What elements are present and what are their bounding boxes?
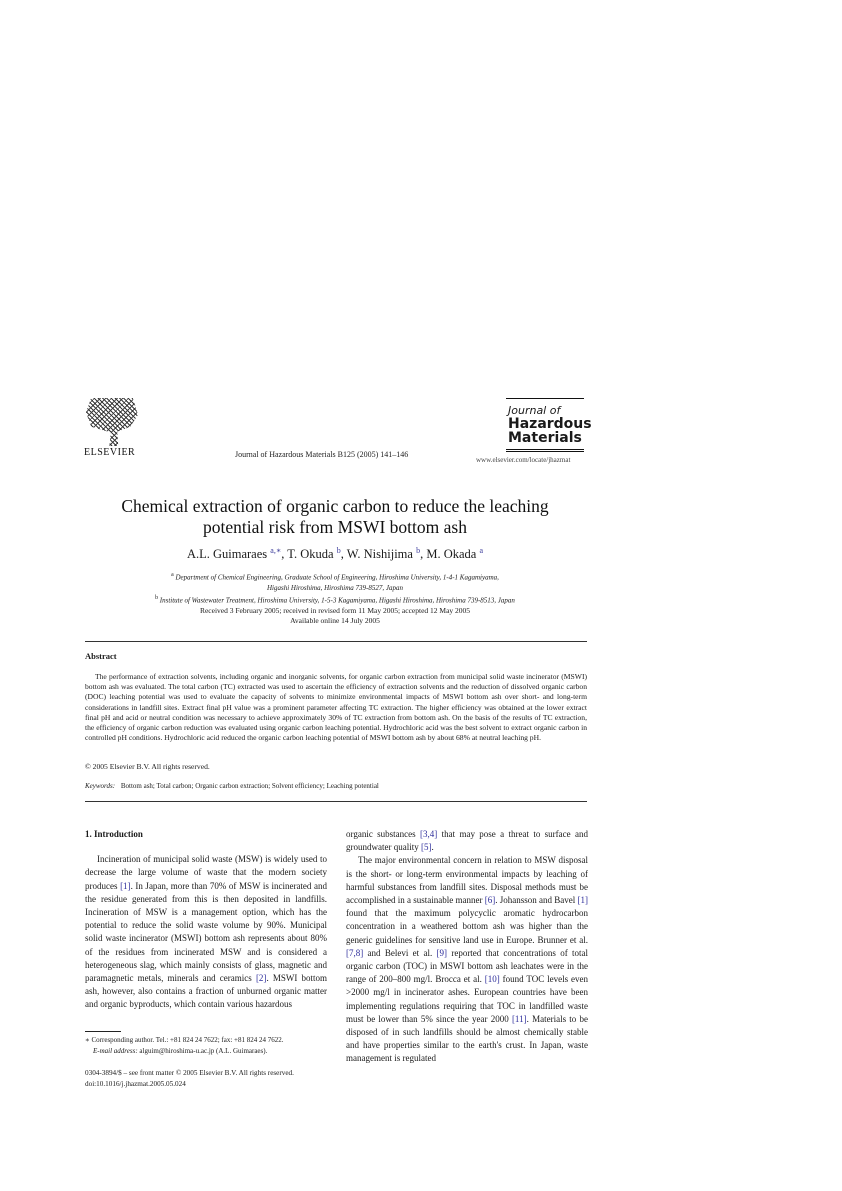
text: and Belevi et al.: [363, 947, 437, 958]
journal-url-link[interactable]: www.elsevier.com/locate/jhazmat: [476, 455, 571, 464]
author-name[interactable]: M. Okada: [426, 547, 477, 562]
email-link[interactable]: alguim@hiroshima-u.ac.jp (A.L. Guimaraes…: [139, 1046, 268, 1055]
text: organic substances: [346, 829, 421, 839]
separator: ,: [420, 547, 427, 562]
author-name[interactable]: W. Nishijima: [346, 547, 413, 562]
masthead-rule-bottom: [506, 448, 584, 454]
keywords-label: Keywords:: [85, 782, 116, 790]
affiliation-mark: a: [171, 572, 174, 578]
corresponding-author-note: ∗ Corresponding author. Tel.: +81 824 24…: [85, 1035, 335, 1046]
masthead-line2: Hazardous: [508, 415, 592, 432]
author-list: A.L. Guimaraes a,∗, T. Okuda b, W. Nishi…: [100, 546, 570, 562]
affiliation-a: a Department of Chemical Engineering, Gr…: [90, 570, 580, 583]
masthead-line1: Journal of: [508, 404, 561, 417]
title-line-1: Chemical extraction of organic carbon to…: [121, 496, 549, 516]
footnote-rule: [85, 1031, 121, 1032]
text: . In Japan, more than 70% of MSW is inci…: [85, 880, 327, 984]
elsevier-tree-icon: [86, 398, 138, 446]
masthead-line3: Materials: [508, 430, 582, 447]
available-online-date: Available online 14 July 2005: [290, 616, 380, 625]
text: . Johansson and Bavel: [495, 895, 578, 906]
masthead-title: Journal of Hazardous Materials: [508, 404, 592, 447]
author-affiliation-mark[interactable]: a: [479, 546, 484, 555]
citation-link[interactable]: [7,8]: [346, 947, 364, 958]
text: that may pose a threat to surface and gr…: [346, 829, 588, 853]
journal-reference: Journal of Hazardous Materials B125 (200…: [235, 450, 409, 459]
separator: ,: [340, 547, 347, 562]
author-name[interactable]: A.L. Guimaraes: [186, 547, 268, 562]
section-heading: 1. Introduction: [85, 829, 143, 839]
affiliations: a Department of Chemical Engineering, Gr…: [90, 570, 580, 606]
affiliation-text: Department of Chemical Engineering, Grad…: [175, 573, 499, 582]
author-affiliation-mark[interactable]: b: [416, 546, 421, 555]
affiliation-text: Institute of Wastewater Treatment, Hiros…: [159, 596, 515, 605]
citation-link[interactable]: [5]: [420, 842, 432, 853]
citation-link[interactable]: [9]: [436, 947, 448, 958]
article-title: Chemical extraction of organic carbon to…: [100, 496, 570, 538]
footnote: ∗ Corresponding author. Tel.: +81 824 24…: [85, 1035, 335, 1056]
footnote-marker: ∗: [85, 1036, 90, 1044]
article-history: Received 3 February 2005; received in re…: [100, 606, 570, 626]
separator: ,: [281, 547, 288, 562]
keywords-list: Bottom ash; Total carbon; Organic carbon…: [120, 782, 379, 790]
text: The major environmental concern in relat…: [346, 855, 588, 906]
abstract-heading: Abstract: [85, 651, 117, 661]
elsevier-logo: ELSEVIER: [84, 398, 140, 458]
keywords: Keywords: Bottom ash; Total carbon; Orga…: [85, 782, 379, 790]
email-label: E-mail address:: [93, 1046, 138, 1055]
journal-masthead: Journal of Hazardous Materials www.elsev…: [476, 398, 592, 464]
text: .: [431, 842, 434, 853]
affiliation-mark: b: [155, 595, 159, 602]
title-line-2: potential risk from MSWI bottom ash: [203, 517, 467, 537]
body-column-right: organic substances [3,4] that may pose a…: [346, 828, 588, 1066]
citation-link[interactable]: [11]: [511, 1013, 527, 1024]
divider-top: [85, 641, 587, 642]
affiliation-text: Higashi Hiroshima, Hiroshima 739-8527, J…: [267, 583, 403, 592]
doi-link[interactable]: doi:10.1016/j.jhazmat.2005.05.024: [85, 1079, 186, 1088]
issn-doi: 0304-3894/$ – see front matter © 2005 El…: [85, 1068, 294, 1089]
citation-link[interactable]: [1]: [577, 895, 589, 906]
email-note: E-mail address: alguim@hiroshima-u.ac.jp…: [85, 1046, 335, 1057]
text: found that the maximum polycyclic aromat…: [346, 908, 588, 945]
citation-link[interactable]: [10]: [484, 974, 500, 985]
footnote-text: Corresponding author. Tel.: +81 824 24 7…: [91, 1036, 284, 1044]
masthead-rule-top: [506, 398, 584, 399]
author-name[interactable]: T. Okuda: [287, 547, 334, 562]
text: found TOC levels even >2000 mg/l in inci…: [346, 974, 588, 1024]
text: . Materials to be disposed of in such la…: [346, 1013, 588, 1064]
citation-link[interactable]: [1]: [120, 880, 131, 891]
abstract-text: The performance of extraction solvents, …: [85, 672, 587, 743]
citation-link[interactable]: [2]: [255, 973, 267, 984]
issn-line: 0304-3894/$ – see front matter © 2005 El…: [85, 1069, 294, 1077]
paragraph: organic substances [3,4] that may pose a…: [346, 828, 588, 854]
text: reported that concentrations of total or…: [346, 947, 588, 985]
body-column-left: 1. Introduction Incineration of municipa…: [85, 828, 327, 1012]
author-affiliation-mark[interactable]: a,∗: [270, 546, 282, 555]
citation-link[interactable]: [6]: [484, 895, 496, 906]
received-dates: Received 3 February 2005; received in re…: [199, 606, 471, 615]
text: Incineration of municipal solid waste (M…: [85, 854, 327, 891]
abstract-copyright: © 2005 Elsevier B.V. All rights reserved…: [85, 762, 210, 771]
affiliation-b: b Institute of Wastewater Treatment, Hir…: [90, 593, 580, 606]
divider-bottom: [85, 801, 587, 802]
paragraph: Incineration of municipal solid waste (M…: [85, 853, 327, 1011]
text: . MSWI bottom ash, however, also contain…: [85, 973, 327, 1010]
paragraph: The major environmental concern in relat…: [346, 854, 588, 1065]
author-affiliation-mark[interactable]: b: [336, 546, 341, 555]
publisher-name: ELSEVIER: [84, 447, 136, 458]
citation-link[interactable]: [3,4]: [420, 829, 438, 839]
